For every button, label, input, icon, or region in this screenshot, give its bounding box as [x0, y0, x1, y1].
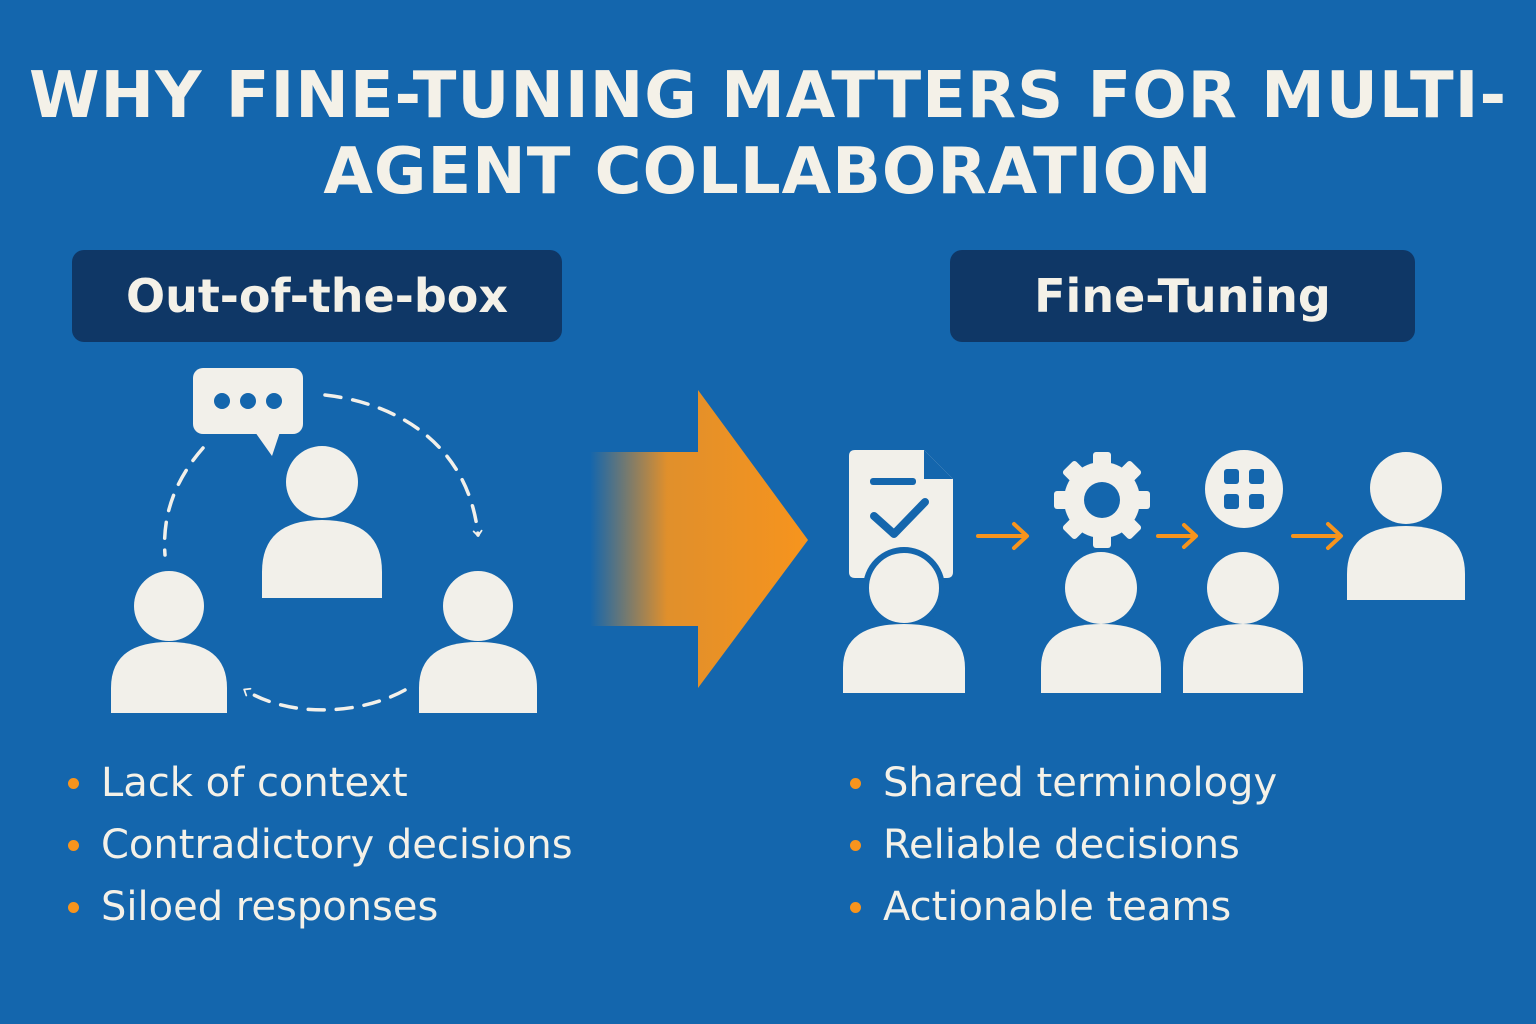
- dashed-cycle-arrow-icon: [162, 393, 483, 712]
- person-icon: [419, 571, 537, 713]
- fine-tuning-header-label: Fine-Tuning: [1034, 269, 1331, 323]
- person-icon: [1041, 552, 1161, 693]
- bullet-item: Siloed responses: [68, 876, 573, 938]
- title-line-1: WHY FINE-TUNING MATTERS FOR MULTI-: [28, 59, 1508, 133]
- person-icon: [111, 571, 227, 713]
- chat-bubble-icon: [193, 368, 303, 456]
- fine-tuning-header: Fine-Tuning: [950, 250, 1415, 342]
- bullet-dot-icon: [850, 901, 861, 913]
- gear-icon: [1054, 452, 1150, 548]
- flow-arrow-icon: [1291, 522, 1343, 550]
- bullet-item: Lack of context: [68, 752, 573, 814]
- bullet-text: Actionable teams: [883, 884, 1232, 930]
- bullet-text: Lack of context: [101, 760, 408, 806]
- title-line-2: AGENT COLLABORATION: [323, 135, 1213, 209]
- out-of-the-box-header: Out-of-the-box: [72, 250, 562, 342]
- bullet-dot-icon: [850, 839, 861, 851]
- flow-arrow-icon: [976, 522, 1029, 550]
- flow-arrow-icon: [1156, 523, 1198, 549]
- person-icon: [1183, 552, 1303, 693]
- bullet-item: Shared terminology: [850, 752, 1277, 814]
- bullet-dot-icon: [68, 777, 79, 789]
- bullet-item: Contradictory decisions: [68, 814, 573, 876]
- bullet-item: Reliable decisions: [850, 814, 1277, 876]
- fine-tuning-bullet-list: Shared terminology Reliable decisions Ac…: [850, 752, 1277, 938]
- grid-app-icon: [1205, 450, 1283, 528]
- bullet-text: Contradictory decisions: [101, 822, 573, 868]
- out-of-the-box-bullet-list: Lack of context Contradictory decisions …: [68, 752, 573, 938]
- out-of-the-box-header-label: Out-of-the-box: [125, 269, 509, 323]
- person-icon: [1347, 452, 1465, 600]
- person-icon: [843, 547, 965, 693]
- bullet-text: Reliable decisions: [883, 822, 1240, 868]
- bullet-dot-icon: [68, 901, 79, 913]
- bullet-dot-icon: [68, 839, 79, 851]
- bullet-dot-icon: [850, 777, 861, 789]
- bullet-item: Actionable teams: [850, 876, 1277, 938]
- document-check-icon: [849, 450, 953, 578]
- person-icon: [262, 446, 382, 598]
- transition-arrow-icon: [590, 390, 808, 688]
- page-title: WHY FINE-TUNING MATTERS FOR MULTI- AGENT…: [0, 58, 1536, 210]
- bullet-text: Siloed responses: [101, 884, 439, 930]
- bullet-text: Shared terminology: [883, 760, 1278, 806]
